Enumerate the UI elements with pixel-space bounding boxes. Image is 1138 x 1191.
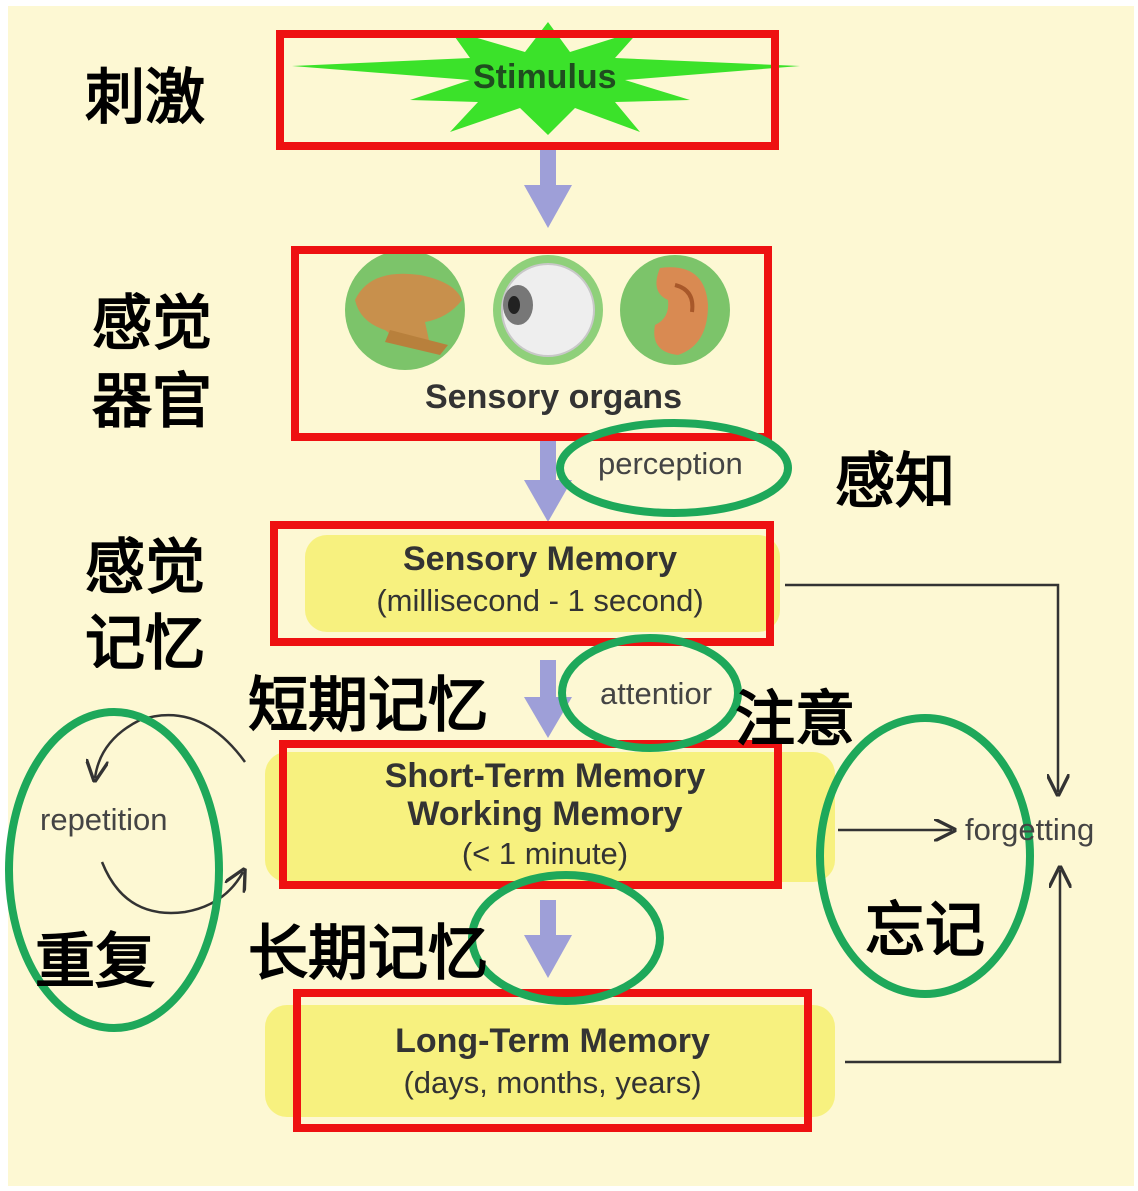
repetition-label: repetition [40,802,168,837]
hand-icon [345,250,465,370]
repetition-ellipse [5,708,223,1032]
stimulus-outline [276,30,779,150]
sensory-organs-outline [291,246,772,441]
sensory-memory-text: Sensory Memory (millisecond - 1 second) [300,540,780,619]
cn-stimulus: 刺激 [85,63,205,133]
cn-repetition: 重复 [35,927,155,997]
arrow-sensory-to-short [524,660,572,738]
long-term-memory-text: Long-Term Memory (days, months, years) [300,1022,805,1101]
arrow-stimulus-to-organs [524,150,572,228]
sensory-memory-outline [270,521,774,646]
cn-short-term: 短期记忆 [248,671,488,741]
arrow-short-to-long [524,900,572,978]
forgetting-ellipse [816,714,1034,998]
forgetting-label: forgetting [965,812,1095,847]
cn-sensory-memory-1: 感觉 [85,533,205,603]
stage-outlines [270,30,812,1132]
cn-forgetting: 忘记 [865,896,985,966]
forgetting-connectors [785,583,1060,1064]
arrow-organs-to-sensory [524,440,572,522]
sensory-memory-pill [305,535,780,632]
long-term-arrow-ellipse [468,871,664,1005]
cn-sensory-organs-1: 感觉 [92,289,212,359]
cn-perception: 感知 [835,447,955,517]
stimulus-star [292,22,800,135]
stimulus-label: Stimulus [473,58,617,96]
short-term-duration: (< 1 minute) [461,836,629,872]
perception-ellipse [556,419,792,517]
sensory-memory-title: Sensory Memory [403,540,677,578]
long-term-memory-outline [293,989,812,1132]
sensory-organs-label: Sensory organs [425,378,682,416]
long-term-duration: (days, months, years) [403,1065,702,1101]
short-term-memory-text: Short-Term Memory Working Memory (< 1 mi… [300,757,790,872]
cn-attention: 注意 [735,685,855,755]
sensory-memory-duration: (millisecond - 1 second) [376,583,704,619]
long-term-memory-pill [265,1005,835,1117]
flow-arrows [524,150,572,978]
cn-sensory-memory-2: 记忆 [85,609,205,679]
attention-ellipse [558,634,742,752]
long-term-title: Long-Term Memory [395,1022,710,1060]
cn-sensory-organs-2: 器官 [92,367,212,437]
cn-long-term: 长期记忆 [248,919,488,989]
short-term-memory-pill [265,752,835,882]
attention-label: attentior [600,676,713,711]
short-term-memory-outline [279,740,782,889]
eye-icon [493,255,603,365]
ear-icon [620,255,730,365]
short-term-title-2: Working Memory [407,795,683,834]
highlight-ellipses [5,419,1034,1032]
perception-label: perception [598,446,743,481]
short-term-title-1: Short-Term Memory [384,757,706,795]
